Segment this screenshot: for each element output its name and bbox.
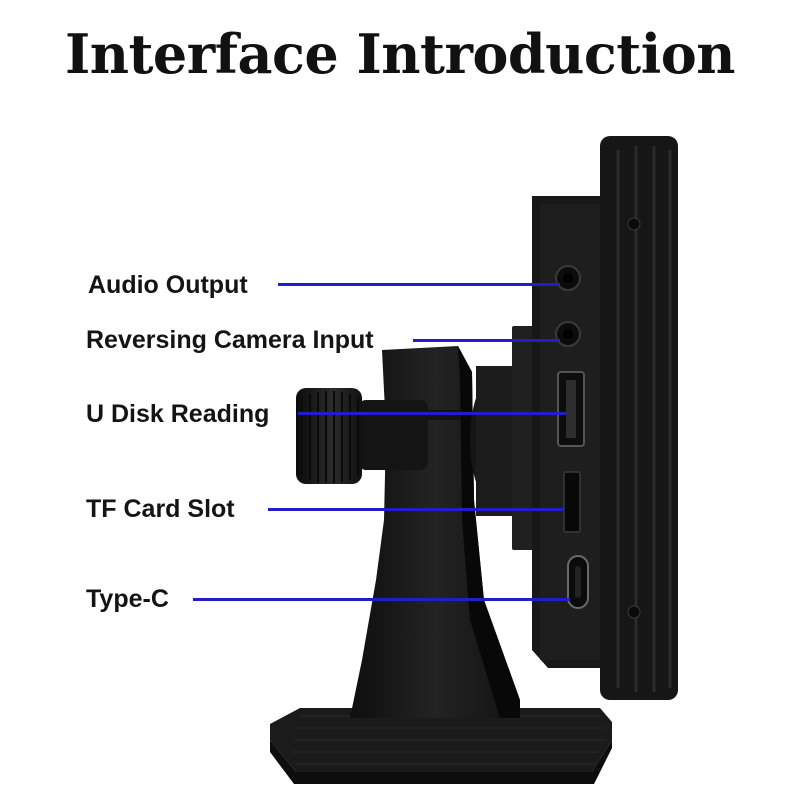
leader-line-u-disk-reading — [298, 412, 566, 415]
page-title: Interface Introduction — [64, 22, 736, 86]
knob — [296, 388, 428, 484]
callout-u-disk-reading: U Disk Reading — [86, 400, 270, 428]
leader-line-audio-output — [278, 283, 560, 286]
base-plate — [270, 708, 612, 784]
callout-type-c: Type-C — [86, 585, 169, 613]
callout-audio-output: Audio Output — [88, 271, 248, 299]
screen-frame — [600, 136, 678, 700]
leader-line-tf-card-slot — [268, 508, 564, 511]
leader-line-reversing-camera-input — [413, 339, 560, 342]
port-panel — [532, 196, 612, 668]
callout-tf-card-slot: TF Card Slot — [86, 495, 235, 523]
leader-line-type-c — [193, 598, 570, 601]
callout-reversing-camera-input: Reversing Camera Input — [86, 326, 374, 354]
